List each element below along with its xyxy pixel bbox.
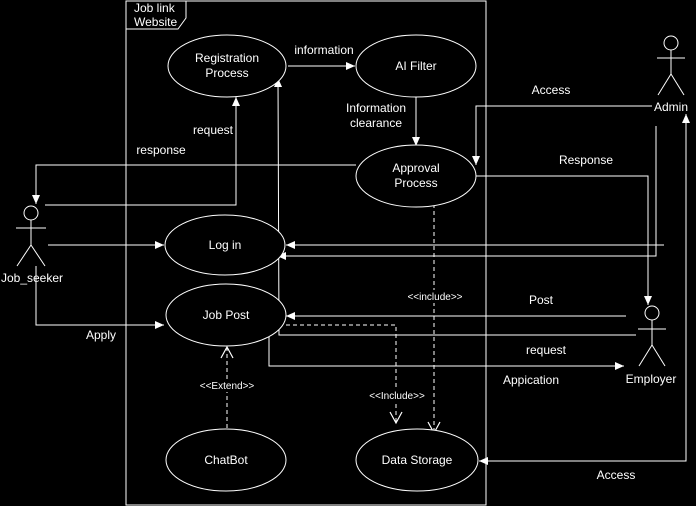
label-request-employer: request [526,343,567,357]
edge-admin-access-approval [472,105,652,165]
use-case-registration-process[interactable]: Registration Process [167,34,287,98]
stereotype-labels: <<include>> <<Include>> <<Extend>> [196,290,466,402]
label-access-storage: Access [597,468,636,482]
edge-seeker-apply-jobpost [35,266,164,329]
edge-jobpost-application-employer [268,334,624,370]
actor-employer[interactable]: Employer [626,305,677,386]
edge-approval-response-seeker [32,164,356,204]
use-case-job-post[interactable]: Job Post [165,283,287,347]
edge-labels: information Information clearance reques… [86,43,635,482]
actor-job-seeker[interactable]: Job_seeker [1,205,63,285]
actor-head-icon [644,305,660,321]
label-info-clearance-1: Information [346,101,406,115]
label-apply: Apply [86,328,116,342]
system-title-line2: Website [134,15,177,29]
label-access-admin: Access [532,83,571,97]
stereotype-include-jobpost: <<Include>> [369,391,425,402]
actor-admin[interactable]: Admin [654,35,688,114]
include-jobpost-datastorage [286,324,403,425]
actor-admin-label: Admin [654,100,688,114]
edge-employer-request-registration [274,77,636,336]
actor-employer-label: Employer [626,372,677,386]
label-response-seeker: response [136,143,186,157]
use-case-ai-filter[interactable]: AI Filter [355,34,477,98]
chatbot-label: ChatBot [204,453,248,467]
use-case-chatbot[interactable]: ChatBot [165,428,287,492]
job-post-label: Job Post [203,308,250,322]
label-info-clearance-2: clearance [350,116,402,130]
edge-approval-response-employer [476,175,652,305]
registration-line1: Registration [195,51,259,65]
actor-head-icon [663,35,679,51]
connectors [32,62,690,465]
approval-line1: Approval [392,161,439,175]
ai-filter-label: AI Filter [395,59,436,73]
label-information: information [294,43,353,57]
edge-seeker-request-registration [45,97,240,206]
edge-admin-to-login [277,126,657,260]
stereotype-include-approval: <<include>> [407,292,462,303]
label-request-seeker: request [193,123,234,137]
stereotype-extend-chatbot: <<Extend>> [200,381,255,392]
registration-line2: Process [205,66,248,80]
system-title-line1: Job link [134,1,176,15]
login-label: Log in [209,238,242,252]
label-appication: Appication [503,373,559,387]
label-response-admin: Response [559,153,613,167]
use-case-approval-process[interactable]: Approval Process [355,144,477,208]
label-post: Post [529,293,554,307]
data-storage-label: Data Storage [382,453,453,467]
system-boundary: Job link Website [125,0,487,506]
approval-line2: Process [394,176,437,190]
use-case-login[interactable]: Log in [164,214,286,276]
use-case-data-storage[interactable]: Data Storage [355,428,479,492]
actor-head-icon [23,205,39,221]
actor-job-seeker-label: Job_seeker [1,271,63,285]
